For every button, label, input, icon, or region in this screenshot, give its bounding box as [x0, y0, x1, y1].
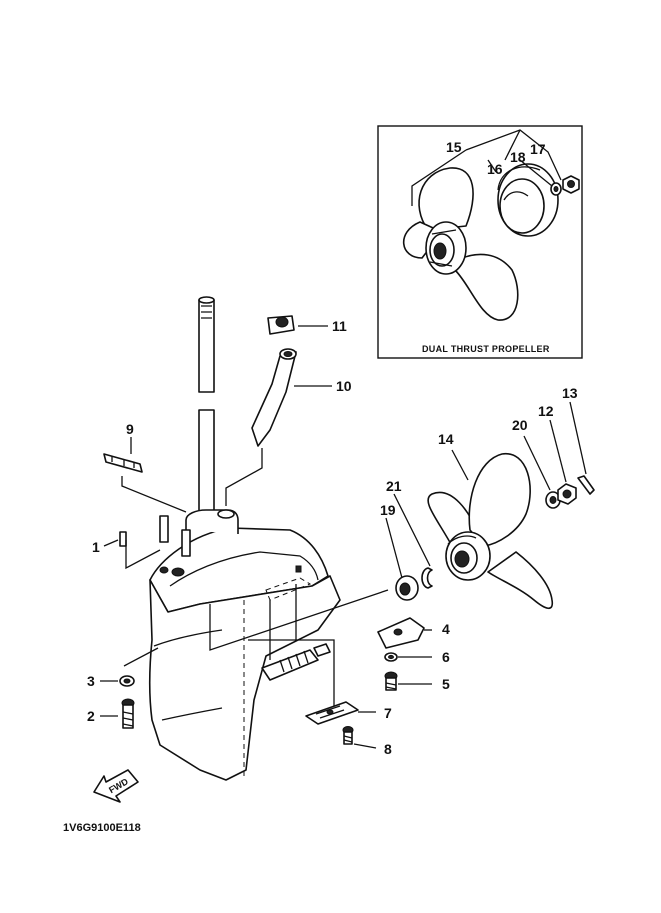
part-5-screw: [384, 671, 398, 691]
forward-direction-arrow: FWD: [93, 769, 139, 803]
callout-9: 9: [126, 421, 134, 437]
lower-casing: [148, 509, 341, 781]
callout-12: 12: [538, 403, 554, 419]
callout-14: 14: [438, 431, 454, 447]
part-4-plate: [377, 617, 425, 649]
callout-15: 15: [446, 139, 462, 155]
callout-10: 10: [336, 378, 352, 394]
callout-13: 13: [562, 385, 578, 401]
callout-2: 2: [87, 708, 95, 724]
callout-16: 16: [487, 161, 503, 177]
part-3-washer: [119, 675, 135, 687]
callout-6: 6: [442, 649, 450, 665]
part-2-bolt: [121, 698, 135, 729]
callout-20: 20: [512, 417, 528, 433]
callout-18: 18: [510, 149, 526, 165]
part-6-washer: [384, 652, 398, 662]
inset-thrust-bushing: [497, 163, 559, 237]
callout-11: 11: [332, 318, 347, 334]
callout-8: 8: [384, 741, 392, 757]
callout-17: 17: [530, 141, 546, 157]
callout-3: 3: [87, 673, 95, 689]
drawing-code: 1V6G9100E118: [63, 822, 141, 834]
callout-1: 1: [92, 539, 100, 555]
part-10-water-tube: [251, 348, 297, 447]
inset-nut: [562, 175, 580, 194]
callout-4: 4: [442, 621, 450, 637]
part-1-dowel-pin: [119, 531, 127, 547]
callout-7: 7: [384, 705, 392, 721]
part-19-oil-seal: [395, 575, 419, 601]
part-21-circlip: [421, 567, 433, 589]
part-7-anode: [305, 701, 359, 725]
part-9-anode: [103, 453, 143, 473]
callout-19: 19: [380, 502, 396, 518]
callout-21: 21: [386, 478, 402, 494]
part-8-screw: [342, 726, 354, 745]
part-13-cotter-pin: [577, 475, 595, 495]
part-11-grommet: [267, 315, 295, 335]
part-14-propeller: [427, 453, 554, 610]
inset-title: DUAL THRUST PROPELLER: [422, 344, 550, 354]
part-12-nut: [557, 483, 577, 505]
callout-5: 5: [442, 676, 450, 692]
drive-shaft: [198, 296, 215, 513]
part-20-washer: [545, 491, 561, 509]
dual-thrust-propeller-inset: 15 16 17 18 DUAL THRUST PROPELLER: [377, 125, 583, 359]
inset-propeller-illustration: [402, 167, 519, 321]
